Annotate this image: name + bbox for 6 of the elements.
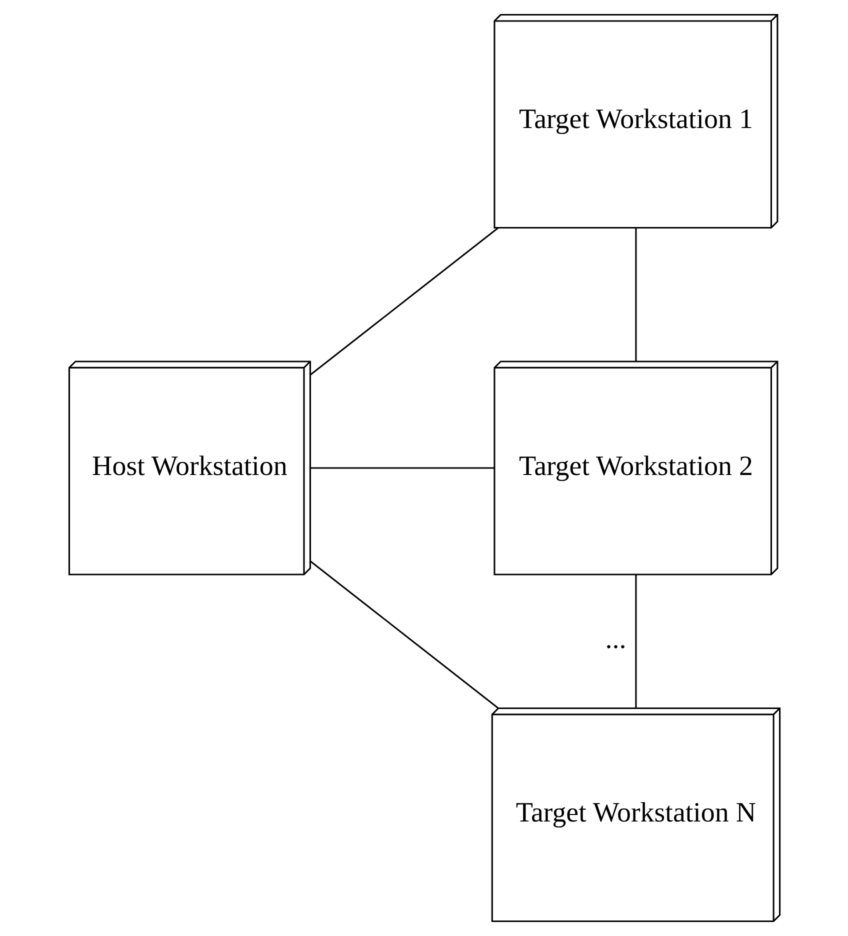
- connector: [310, 560, 498, 709]
- connector: [634, 228, 636, 361]
- edge-label: ...: [604, 624, 626, 656]
- connector: [310, 467, 494, 469]
- connector: [634, 574, 636, 708]
- connector: [310, 227, 498, 376]
